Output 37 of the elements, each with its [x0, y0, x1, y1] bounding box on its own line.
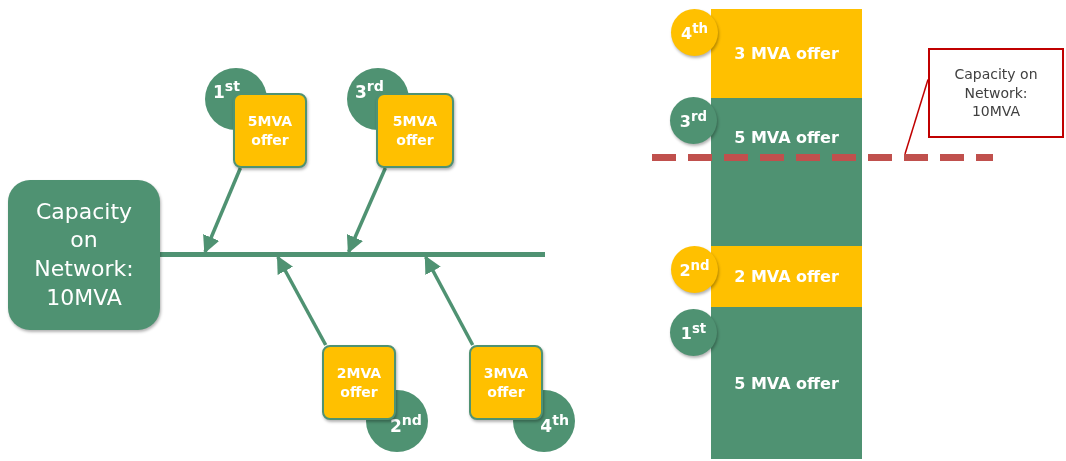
order-circle [670, 309, 717, 356]
order-circle [671, 246, 718, 293]
offer-block [711, 246, 862, 307]
node-label: 2MVA offer [335, 363, 383, 402]
node-label: Capacity on Network: 10MVA [953, 64, 1039, 122]
offer-block [711, 98, 862, 246]
node-label: 2$^{nd}$ [679, 258, 710, 281]
arrow [346, 167, 387, 254]
node-label: 3 MVA offer [734, 44, 839, 63]
order-circle [670, 97, 717, 144]
leader-line [904, 78, 929, 155]
node-label: 5MVA offer [246, 111, 294, 150]
arrow [424, 255, 475, 346]
node-label: 4$^{th}$ [540, 412, 569, 436]
offer-block [711, 9, 862, 98]
node-label: 3$^{rd}$ [679, 109, 708, 132]
node-label: 2 MVA offer [734, 267, 839, 286]
node-label: 3MVA offer [482, 363, 530, 402]
node-label: 1$^{st}$ [680, 321, 707, 344]
node-label: 3$^{rd}$ [355, 78, 384, 102]
offer-box [233, 93, 307, 168]
node-label: 4$^{th}$ [681, 21, 708, 44]
node-label: Capacity on Network: 10MVA [33, 197, 135, 312]
offer-box [376, 93, 454, 168]
arrow [276, 255, 328, 346]
node-label: 1$^{st}$ [213, 78, 241, 102]
order-circle [671, 9, 718, 56]
node-label: 5MVA offer [391, 111, 439, 150]
arrow [203, 167, 242, 254]
capacity-box [8, 180, 160, 330]
callout-box [928, 48, 1064, 138]
node-label: 5 MVA offer [734, 128, 839, 147]
offer-block [711, 307, 862, 459]
node-label: 2$^{nd}$ [389, 412, 422, 436]
node-label: 5 MVA offer [734, 373, 839, 393]
offer-box [469, 345, 543, 420]
offer-box [322, 345, 396, 420]
